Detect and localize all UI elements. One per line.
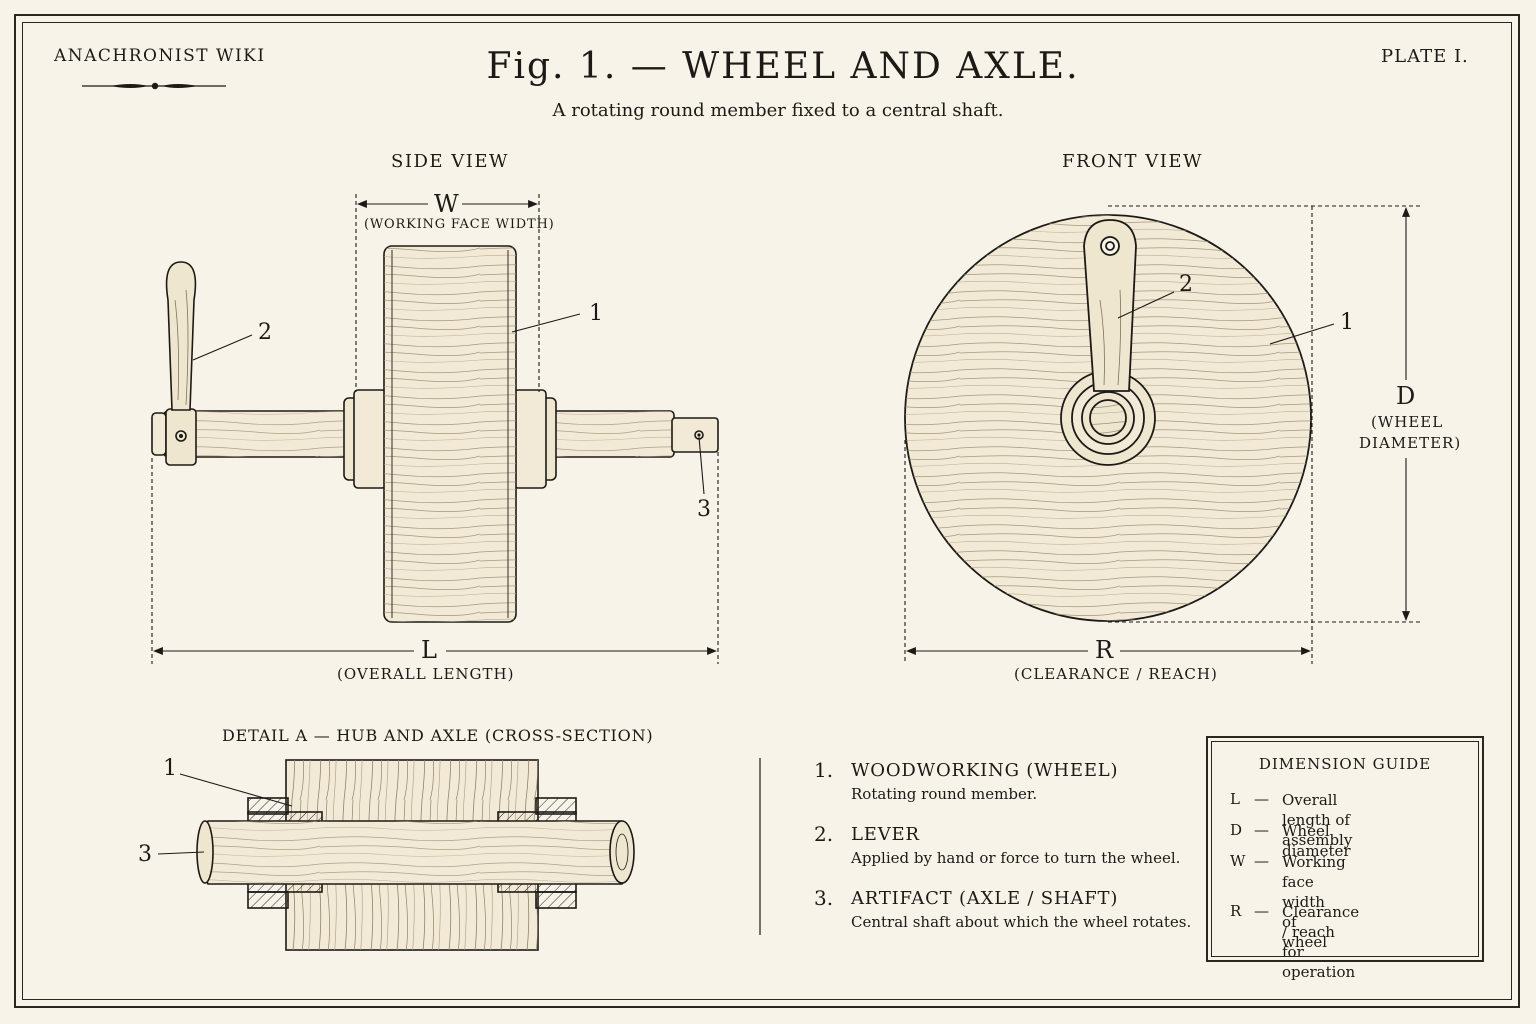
guide-key: L — [1230, 790, 1240, 808]
legend-description: Applied by hand or force to turn the whe… — [851, 849, 1181, 867]
detail-callout-3: 3 — [138, 842, 152, 867]
legend-number: 2. — [814, 822, 834, 846]
side-view-dimensions — [151, 194, 719, 664]
guide-text: Wheel diameter — [1282, 822, 1351, 860]
front-view-label: FRONT VIEW — [1062, 151, 1204, 172]
side-callout-3: 3 — [697, 497, 711, 522]
guide-dash: — — [1254, 902, 1269, 920]
front-view-drawing — [904, 214, 1312, 622]
front-view-dimensions — [904, 205, 1420, 664]
legend-item: 2. LEVER Applied by hand or force to tur… — [814, 822, 1194, 886]
legend-description: Rotating round member. — [851, 785, 1038, 803]
legend-number: 1. — [814, 758, 834, 782]
guide-text: Clearance / reach — [1282, 903, 1360, 941]
width-letter: W — [434, 190, 459, 218]
plate-number: PLATE I. — [1381, 46, 1469, 67]
dimension-guide: DIMENSION GUIDE L — Overall length of as… — [1206, 736, 1484, 981]
legend-item: 3. ARTIFACT (AXLE / SHAFT) Central shaft… — [814, 886, 1194, 950]
length-letter: L — [421, 636, 437, 664]
detail-callout-1: 1 — [163, 756, 177, 781]
outer-border — [14, 14, 1520, 1008]
brand-name: ANACHRONIST WIKI — [54, 46, 266, 66]
legend-name: LEVER — [851, 824, 920, 845]
diameter-caption-line2: DIAMETER) — [1359, 434, 1462, 452]
front-callout-2: 2 — [1179, 272, 1193, 297]
length-caption: (OVERALL LENGTH) — [337, 665, 515, 683]
legend-name: WOODWORKING (WHEEL) — [851, 760, 1119, 781]
guide-dash: — — [1254, 852, 1269, 870]
dimension-guide-title: DIMENSION GUIDE — [1258, 755, 1432, 773]
width-caption: (WORKING FACE WIDTH) — [364, 217, 555, 232]
figure-title: Fig. 1. — WHEEL AND AXLE. — [486, 46, 1080, 87]
figure-subtitle: A rotating round member fixed to a centr… — [552, 100, 1004, 121]
guide-key: R — [1230, 902, 1242, 920]
inner-border — [22, 22, 1512, 1000]
guide-dash: — — [1254, 790, 1269, 808]
detail-title: DETAIL A — HUB AND AXLE (CROSS-SECTION) — [222, 726, 654, 745]
parts-legend: 1. WOODWORKING (WHEEL) Rotating round me… — [814, 758, 1194, 950]
guide-text-cont: for operation — [1282, 943, 1356, 981]
detail-leaders — [157, 773, 293, 855]
guide-text-cont: of wheel — [1282, 913, 1328, 951]
legend-item: 1. WOODWORKING (WHEEL) Rotating round me… — [814, 758, 1194, 822]
side-callout-1: 1 — [589, 301, 603, 326]
diameter-caption-line1: (WHEEL — [1371, 413, 1444, 431]
guide-key: D — [1230, 821, 1243, 839]
legend-description: Central shaft about which the wheel rota… — [851, 913, 1192, 931]
guide-text: Overall length of assembly — [1282, 791, 1353, 849]
legend-name: ARTIFACT (AXLE / SHAFT) — [851, 888, 1119, 909]
side-view-drawing — [151, 245, 719, 623]
guide-dash: — — [1254, 821, 1269, 839]
side-view-label: SIDE VIEW — [391, 151, 509, 172]
reach-letter: R — [1095, 636, 1114, 664]
front-callout-1: 1 — [1340, 310, 1354, 335]
diameter-letter: D — [1396, 382, 1416, 410]
guide-text: Working face width — [1282, 853, 1346, 911]
guide-key: W — [1230, 852, 1246, 870]
legend-number: 3. — [814, 886, 834, 910]
brand-ornament — [82, 82, 226, 90]
side-callout-2: 2 — [258, 320, 272, 345]
detail-cross-section — [196, 759, 635, 951]
reach-caption: (CLEARANCE / REACH) — [1014, 665, 1218, 683]
